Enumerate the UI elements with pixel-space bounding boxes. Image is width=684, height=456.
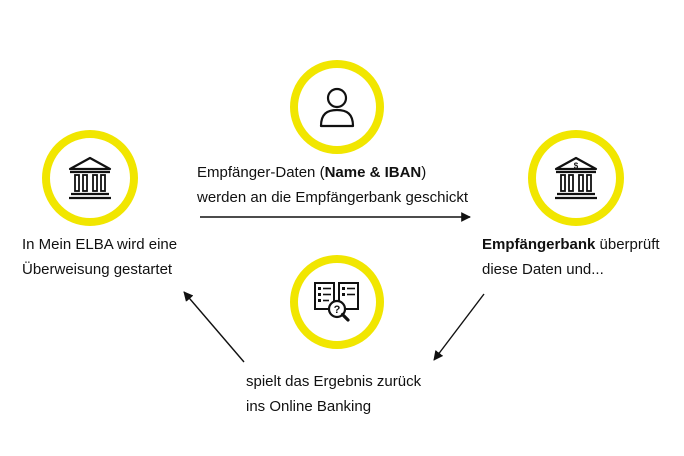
user-icon <box>319 87 355 128</box>
caption-line-1: spielt das Ergebnis zurück <box>246 373 422 390</box>
arrow-right-to-bottom <box>433 293 485 361</box>
elba-caption: In Mein ELBA wird eine Überweisung gesta… <box>22 232 177 282</box>
checklist-search-icon: ? <box>314 282 359 322</box>
step-elba-ring <box>42 130 138 226</box>
caption-line-2: ins Online Banking <box>246 398 372 415</box>
step-recipient-data-ring <box>290 60 384 154</box>
step-recipient-bank-ring: $ <box>528 130 624 226</box>
caption-line-2: Überweisung gestartet <box>22 261 173 278</box>
recipient-data-caption: Empfänger-Daten (Name & IBAN) werden an … <box>197 160 468 210</box>
svg-text:$: $ <box>574 162 579 171</box>
caption-line-1: In Mein ELBA wird eine <box>22 236 178 253</box>
caption-line-2: diese Daten und... <box>482 261 604 278</box>
result-caption: spielt das Ergebnis zurück ins Online Ba… <box>246 369 421 419</box>
svg-text:?: ? <box>334 304 341 316</box>
recipient-bank-caption: Empfängerbank überprüft diese Daten und.… <box>482 232 660 282</box>
caption-line-2: werden an die Empfängerbank geschickt <box>197 189 468 206</box>
caption-line-1: Empfänger-Daten (Name & IBAN) <box>197 164 427 181</box>
bank-dollar-icon: $ <box>554 156 598 200</box>
caption-line-1: Empfängerbank überprüft <box>482 236 660 253</box>
bank-icon <box>68 156 112 200</box>
arrow-bottom-to-left <box>183 291 245 363</box>
step-result-ring: ? <box>290 255 384 349</box>
